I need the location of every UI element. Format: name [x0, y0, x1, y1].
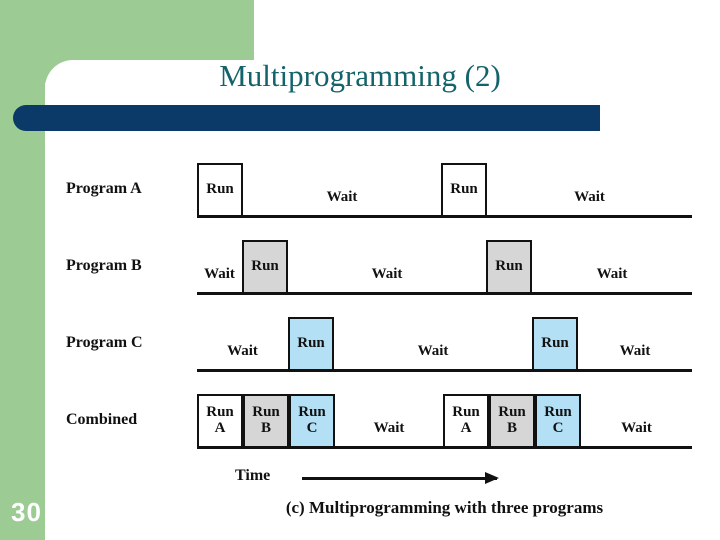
run-block: Run A	[443, 394, 489, 446]
timeline-baseline	[197, 215, 692, 218]
right-arrow-icon	[302, 472, 499, 484]
wait-span: Wait	[227, 343, 258, 360]
white-content-panel	[45, 60, 720, 540]
row-label: Program A	[66, 180, 142, 197]
wait-span: Wait	[596, 266, 628, 283]
run-block: Run C	[535, 394, 581, 446]
run-block: Run	[288, 317, 334, 369]
run-block: Run	[441, 163, 487, 215]
run-block: Run	[197, 163, 243, 215]
run-block: Run A	[197, 394, 243, 446]
title-underline-bar	[13, 105, 600, 131]
run-block: Run C	[289, 394, 335, 446]
slide-number: 30	[11, 497, 42, 527]
timeline-baseline	[197, 446, 692, 449]
page-title: Multiprogramming (2)	[219, 58, 501, 93]
wait-span: Wait	[326, 189, 358, 206]
timeline-baseline	[197, 369, 692, 372]
green-side-strip	[0, 0, 45, 540]
row-label: Program C	[66, 334, 143, 351]
figure-caption: (c) Multiprogramming with three programs	[285, 498, 604, 517]
row-label: Program B	[66, 257, 142, 274]
timeline-baseline	[197, 292, 692, 295]
wait-span: Wait	[373, 420, 405, 437]
run-block: Run	[486, 240, 532, 292]
run-block: Run	[242, 240, 288, 292]
wait-span: Wait	[371, 266, 403, 283]
run-block: Run B	[243, 394, 289, 446]
wait-span: Wait	[619, 343, 651, 360]
wait-span: Wait	[621, 420, 652, 437]
run-block: Run	[532, 317, 578, 369]
wait-span: Wait	[417, 343, 449, 360]
row-label: Combined	[66, 411, 138, 428]
time-axis-label: Time	[235, 467, 271, 484]
run-block: Run B	[489, 394, 535, 446]
wait-span: Wait	[574, 189, 605, 206]
wait-span: Wait	[204, 266, 235, 283]
time-axis: Time	[197, 466, 692, 492]
